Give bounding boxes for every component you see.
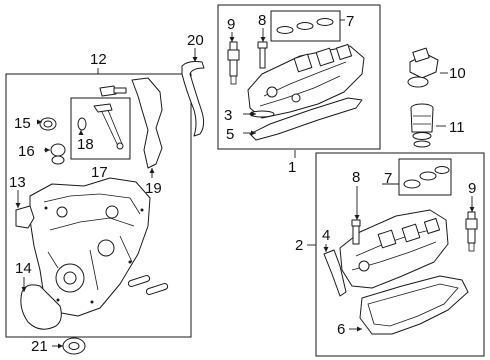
callout-2: 2 [295, 237, 303, 254]
callout-12: 12 [90, 51, 107, 68]
callout-9-lower: 9 [468, 180, 476, 197]
callout-15: 15 [14, 115, 31, 132]
seal-kit-box-upper [270, 10, 341, 42]
valve-cover-lower [339, 209, 449, 289]
part-17-subgroup-box [70, 97, 131, 160]
callout-4: 4 [322, 227, 330, 244]
callout-8-lower: 8 [352, 169, 360, 186]
valve-cover-gasket-5 [249, 97, 363, 141]
hose-20 [181, 61, 205, 137]
callout-7-lower: 7 [384, 170, 392, 187]
seal-13 [15, 205, 35, 229]
timing-cover-group-box [5, 73, 192, 338]
callout-7-upper: 7 [346, 13, 354, 30]
callout-19: 19 [145, 180, 162, 197]
bolt-8-upper [257, 41, 268, 69]
timing-cover [29, 177, 151, 317]
dowel-pins [127, 275, 169, 295]
callout-17: 17 [91, 164, 108, 181]
spark-plug-9-upper [227, 41, 240, 85]
callout-13: 13 [9, 174, 26, 191]
callout-1: 1 [288, 159, 296, 176]
seal-kit-7-upper [276, 18, 334, 34]
bolt-timing-cover [99, 85, 127, 97]
upper-valve-cover-group-box [217, 4, 381, 150]
timing-cover-gasket [131, 77, 163, 169]
callout-labels: 12 15 16 18 17 19 13 14 21 20 9 8 7 3 5 … [9, 12, 476, 355]
bolt-8-lower [351, 219, 361, 245]
gasket-4 [323, 249, 347, 297]
callout-5: 5 [226, 126, 234, 143]
gasket-14 [20, 284, 62, 330]
spark-plug-9-lower [465, 211, 478, 252]
o-ring-16 [50, 143, 66, 165]
callout-9-upper: 9 [227, 16, 235, 33]
callout-8-upper: 8 [258, 12, 266, 29]
seal-kit-7-lower [403, 166, 450, 189]
seal-18 [77, 117, 87, 131]
gasket-6-inner [367, 283, 459, 327]
callout-3: 3 [224, 107, 232, 124]
crankshaft-seal-21 [62, 337, 86, 355]
valve-cover-upper [247, 43, 365, 119]
oil-filter-housing-11 [410, 103, 434, 148]
callout-18: 18 [77, 136, 94, 153]
seal-15 [39, 117, 57, 131]
callout-11: 11 [449, 119, 465, 136]
callout-14: 14 [15, 260, 32, 277]
callout-10: 10 [449, 65, 466, 82]
callout-20: 20 [187, 32, 204, 49]
callout-6: 6 [337, 321, 345, 338]
callout-16: 16 [18, 143, 35, 160]
seal-kit-box-lower [398, 158, 452, 196]
oil-filler-cap-10 [407, 47, 439, 88]
leader-arrowheads [15, 37, 475, 349]
dipstick-tube-17 [93, 103, 124, 150]
callout-21: 21 [31, 338, 48, 355]
gasket-6 [359, 275, 469, 335]
lower-valve-cover-group-box [315, 152, 485, 357]
